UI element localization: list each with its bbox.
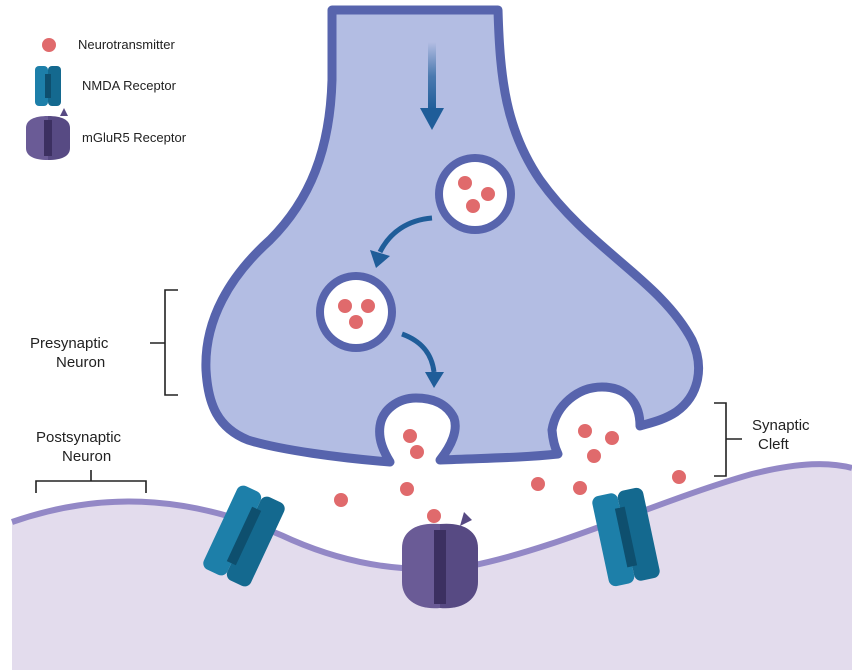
neurotransmitter-dot	[42, 38, 56, 52]
neurotransmitter-particle	[410, 445, 424, 459]
neurotransmitter-particle	[334, 493, 348, 507]
presynaptic-label-line2: Neuron	[56, 354, 105, 371]
neurotransmitter-particle	[573, 481, 587, 495]
legend-label-mglur5: mGluR5 Receptor	[82, 130, 187, 145]
vesicle-2	[316, 272, 396, 352]
neurotransmitter-particle	[400, 482, 414, 496]
neurotransmitter-particle	[349, 315, 363, 329]
neurotransmitter-particle	[338, 299, 352, 313]
neurotransmitter-particle	[531, 477, 545, 491]
synaptic-cleft-label-line2: Cleft	[758, 436, 790, 453]
mglur5-receptor-icon	[402, 512, 478, 608]
neurotransmitter-particle	[578, 424, 592, 438]
neurotransmitter-particle	[672, 470, 686, 484]
legend-label-neurotransmitter: Neurotransmitter	[78, 37, 175, 52]
synaptic-cleft-label-line1: Synaptic	[752, 417, 810, 434]
nmda-receptor-icon	[35, 66, 61, 106]
neurotransmitter-particle	[361, 299, 375, 313]
presynaptic-bracket	[150, 290, 178, 395]
presynaptic-neuron-terminal	[206, 10, 699, 462]
neurotransmitter-particle	[466, 199, 480, 213]
neurotransmitter-particle	[458, 176, 472, 190]
presynaptic-label-line1: Presynaptic	[30, 335, 109, 352]
neurotransmitter-particle	[605, 431, 619, 445]
legend-label-nmda: NMDA Receptor	[82, 78, 177, 93]
neurotransmitter-particle	[403, 429, 417, 443]
mglur5-receptor-icon	[26, 108, 70, 160]
synaptic-cleft-bracket	[714, 403, 742, 476]
neurotransmitter-particle	[481, 187, 495, 201]
neurotransmitter-particle	[587, 449, 601, 463]
neurotransmitter-particle	[427, 509, 441, 523]
legend: Neurotransmitter NMDA Receptor mGluR5 Re…	[26, 37, 187, 160]
postsynaptic-bracket	[36, 470, 146, 493]
postsynaptic-label-line2: Neuron	[62, 448, 111, 465]
postsynaptic-label-line1: Postsynaptic	[36, 429, 122, 446]
vesicle-1	[435, 154, 515, 234]
